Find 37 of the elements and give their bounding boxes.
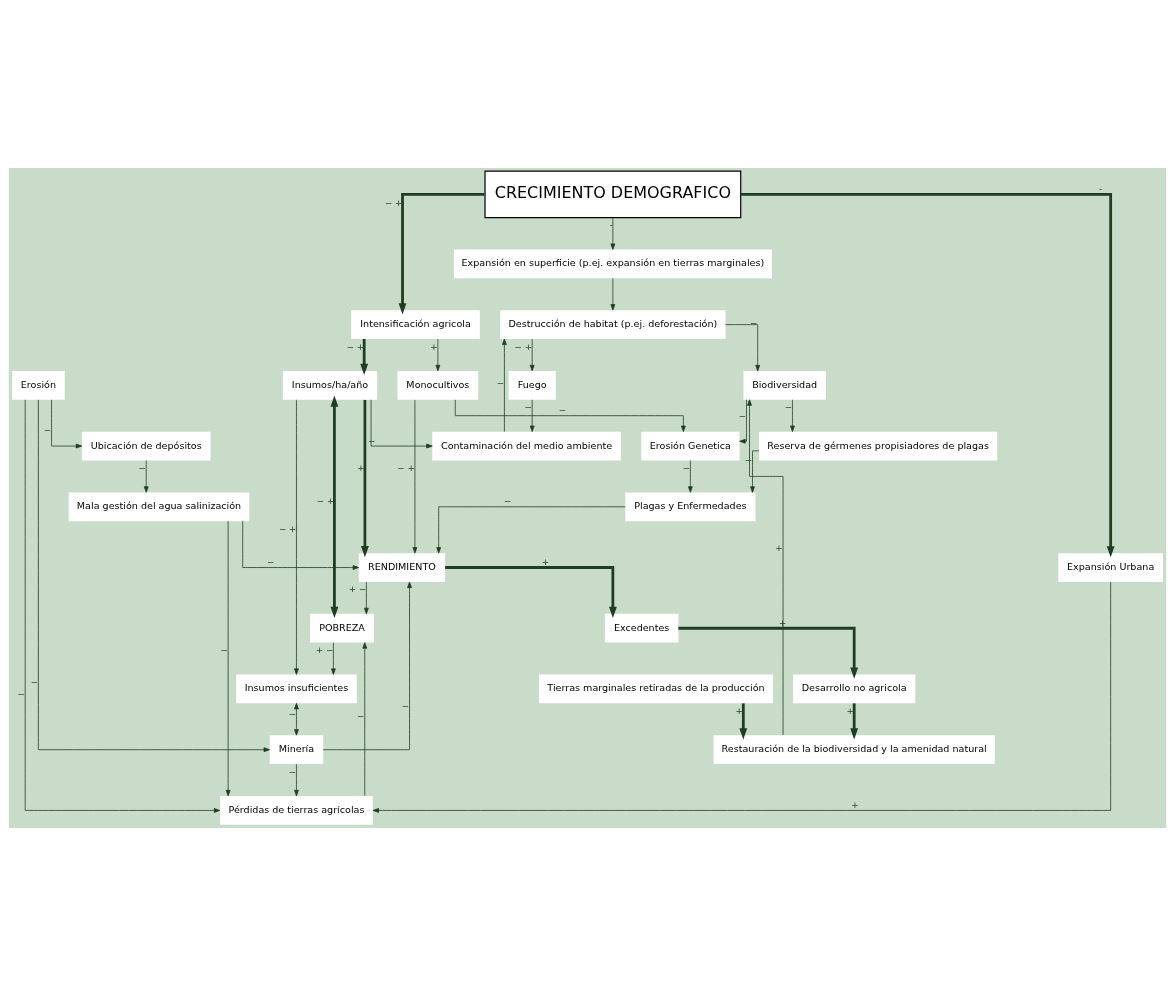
edge-label: - bbox=[609, 219, 613, 230]
edge-label: + − bbox=[348, 583, 367, 594]
edge-label: − bbox=[401, 700, 410, 711]
edge-label: − bbox=[220, 644, 228, 655]
edge-label: − bbox=[784, 401, 793, 412]
edge-label: − bbox=[267, 556, 275, 567]
edge-label: + bbox=[775, 542, 783, 553]
edge-label: − bbox=[357, 710, 365, 721]
edge-label: + bbox=[735, 705, 743, 716]
edge-label: − bbox=[30, 676, 39, 687]
edge-label: − bbox=[138, 462, 146, 473]
edge-label: − bbox=[682, 462, 691, 473]
edge-label: − + bbox=[397, 462, 415, 473]
edge-label: − bbox=[496, 377, 505, 388]
edge-label: − + bbox=[316, 495, 335, 506]
edge-label: + bbox=[541, 556, 550, 567]
edge-label: − + bbox=[278, 523, 297, 534]
edge-label: − bbox=[750, 317, 758, 328]
edge-label: + bbox=[357, 462, 365, 473]
edge-label: − bbox=[524, 401, 532, 412]
edge-label: − bbox=[744, 454, 753, 465]
edge-label: − + bbox=[514, 341, 533, 352]
edge-label: - bbox=[1099, 183, 1103, 194]
edge-label: + bbox=[778, 617, 787, 628]
edge-label: − bbox=[288, 766, 297, 777]
edge-label: − bbox=[503, 495, 512, 506]
edge-label: − bbox=[738, 410, 747, 421]
edge-label: − bbox=[368, 435, 376, 446]
edge-label: + bbox=[846, 705, 854, 716]
edge-label: − + bbox=[346, 341, 365, 352]
edge-label: − bbox=[288, 708, 297, 719]
edge-label: + − bbox=[315, 644, 334, 655]
edge-label: + bbox=[851, 799, 859, 810]
edge-label: − bbox=[43, 424, 52, 435]
edge-label: − bbox=[558, 404, 567, 415]
edge-label: + bbox=[430, 341, 438, 352]
edge-label: − bbox=[17, 688, 25, 699]
